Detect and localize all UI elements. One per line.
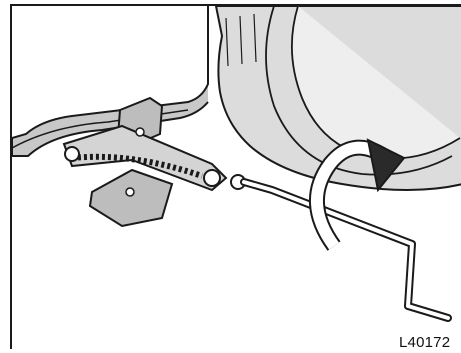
jack-handle xyxy=(244,182,448,318)
figure-code: L40172 xyxy=(399,334,450,349)
jack-illustration xyxy=(12,6,461,349)
illustration-frame: L40172 xyxy=(10,4,461,349)
